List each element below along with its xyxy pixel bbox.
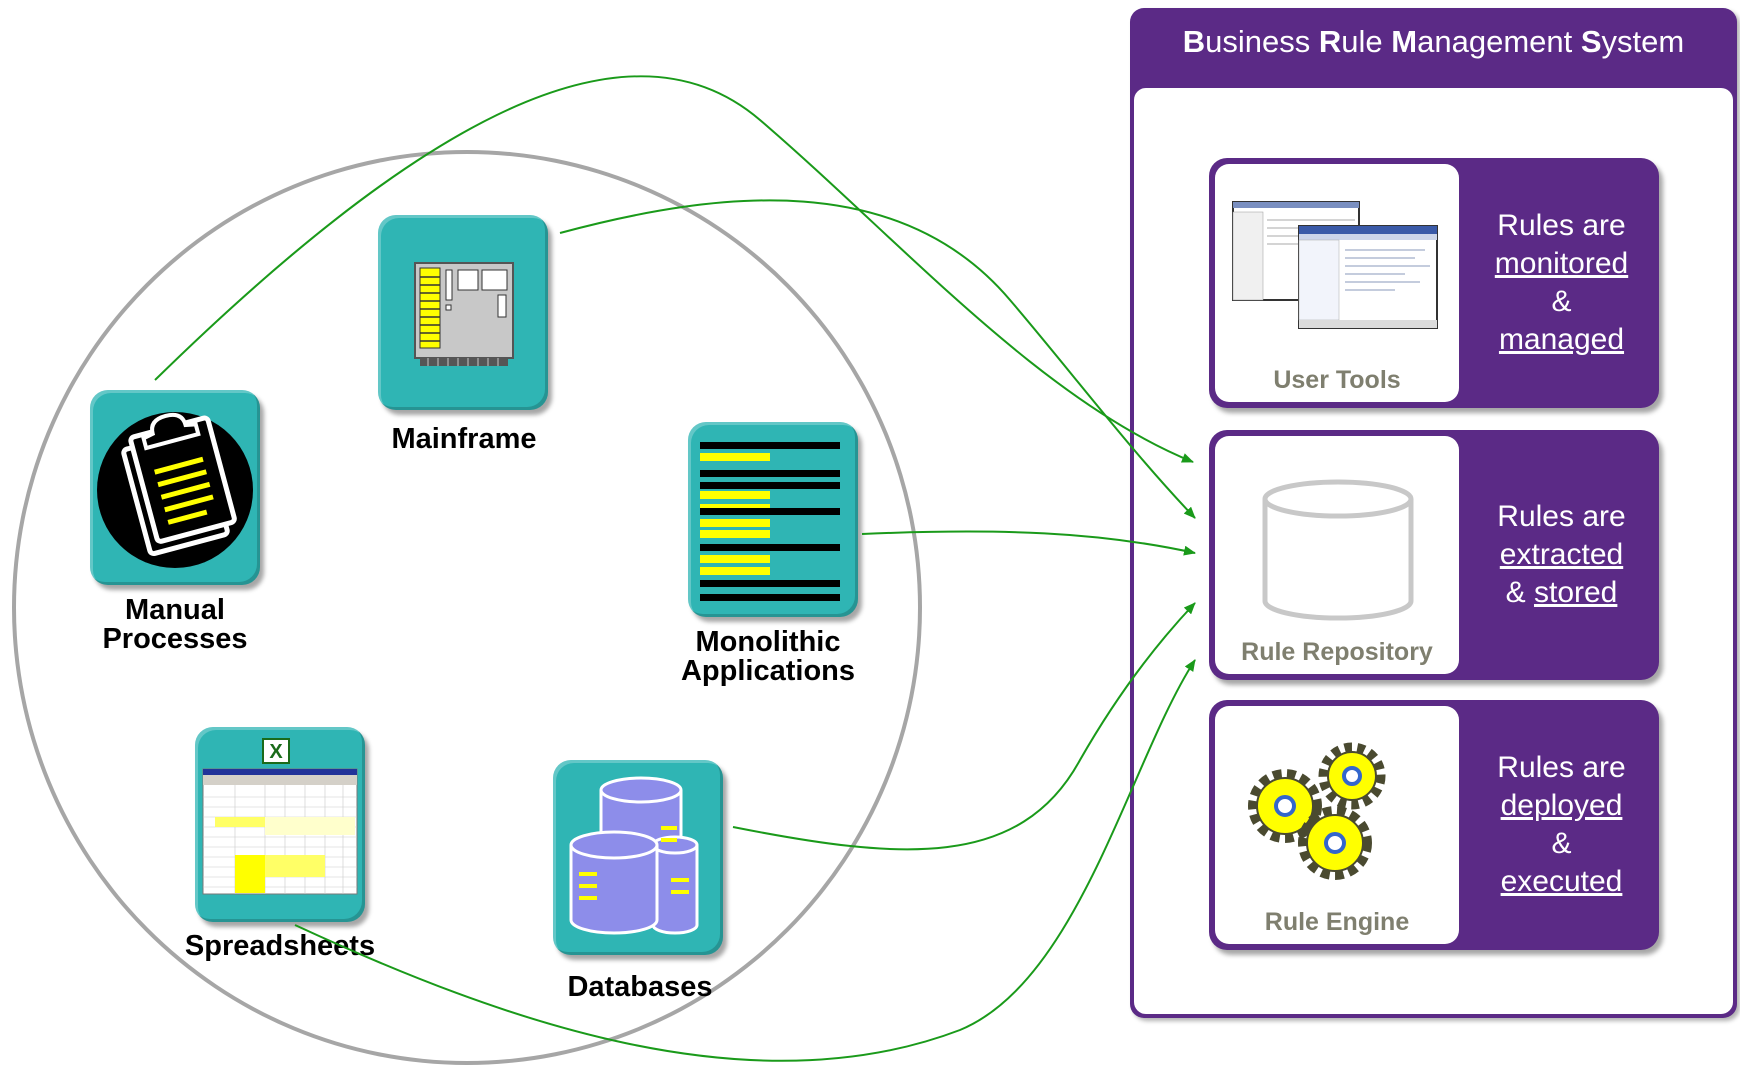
rule-engine-line-2: deployed [1500,789,1623,822]
rule-engine-line-1: Rules are [1497,751,1626,784]
monolithic-applications-tile [688,422,858,617]
rule-repository-caption: Rule Repository [1241,638,1433,666]
cylinder-icon [1262,479,1414,621]
databases-label: Databases [540,973,740,1002]
rule-repository-image-area: Rule Repository [1215,436,1459,674]
rule-engine-description: Rules are deployed & executed [1464,700,1659,950]
manual-processes-label-line2: Processes [102,623,248,655]
rule-repository-line-2: extracted [1499,538,1624,571]
application-icon [700,442,840,601]
databases-label-line1: Databases [567,971,713,1003]
monolithic-applications-label: Monolithic Applications [658,628,878,686]
mainframe-icon [414,262,514,366]
user-tools-image-area: User Tools [1215,164,1459,402]
databases-tile [553,760,723,955]
mainframe-label: Mainframe [364,425,564,454]
user-tools-line-3: & [1551,285,1572,318]
user-tools-caption: User Tools [1273,366,1401,394]
brms-title: Business Rule Management System [1182,24,1685,59]
monolithic-applications-label-line1: Monolithic [695,626,841,658]
mainframe-label-line1: Mainframe [391,423,537,455]
rule-engine-image-area: Rule Engine [1215,706,1459,944]
user-tools-card: User Tools Rules are monitored & managed [1209,158,1659,408]
manual-processes-label-line1: Manual [125,594,225,626]
spreadsheets-tile: X [195,727,365,922]
rule-repository-line-1: Rules are [1497,500,1626,533]
manual-processes-tile [90,390,260,585]
spreadsheets-label-line1: Spreadsheets [184,930,376,962]
clipboard-icon [97,412,253,568]
rule-repository-line-4: stored [1533,576,1618,609]
user-tools-line-2: monitored [1494,247,1629,280]
mainframe-tile [378,215,548,410]
screenshots-icon [1232,201,1438,329]
rule-engine-caption: Rule Engine [1264,908,1410,936]
svg-text:X: X [269,741,283,763]
database-icon [569,776,699,935]
spreadsheet-icon: X [202,738,358,895]
spreadsheets-label: Spreadsheets [170,932,390,961]
rule-repository-card: Rule Repository Rules are extracted & st… [1209,430,1659,680]
monolithic-applications-label-line2: Applications [680,655,855,687]
user-tools-description: Rules are monitored & managed [1464,158,1659,408]
user-tools-line-1: Rules are [1497,209,1626,242]
manual-processes-label: Manual Processes [75,596,275,654]
user-tools-line-4: managed [1498,323,1625,356]
rule-engine-line-3: & [1551,827,1572,860]
gears-icon [1248,742,1386,880]
rule-repository-line-3: & [1505,576,1534,609]
rule-engine-card: Rule Engine Rules are deployed & execute… [1209,700,1659,950]
rule-engine-line-4: executed [1500,865,1623,898]
rule-repository-description: Rules are extracted & stored [1464,430,1659,680]
